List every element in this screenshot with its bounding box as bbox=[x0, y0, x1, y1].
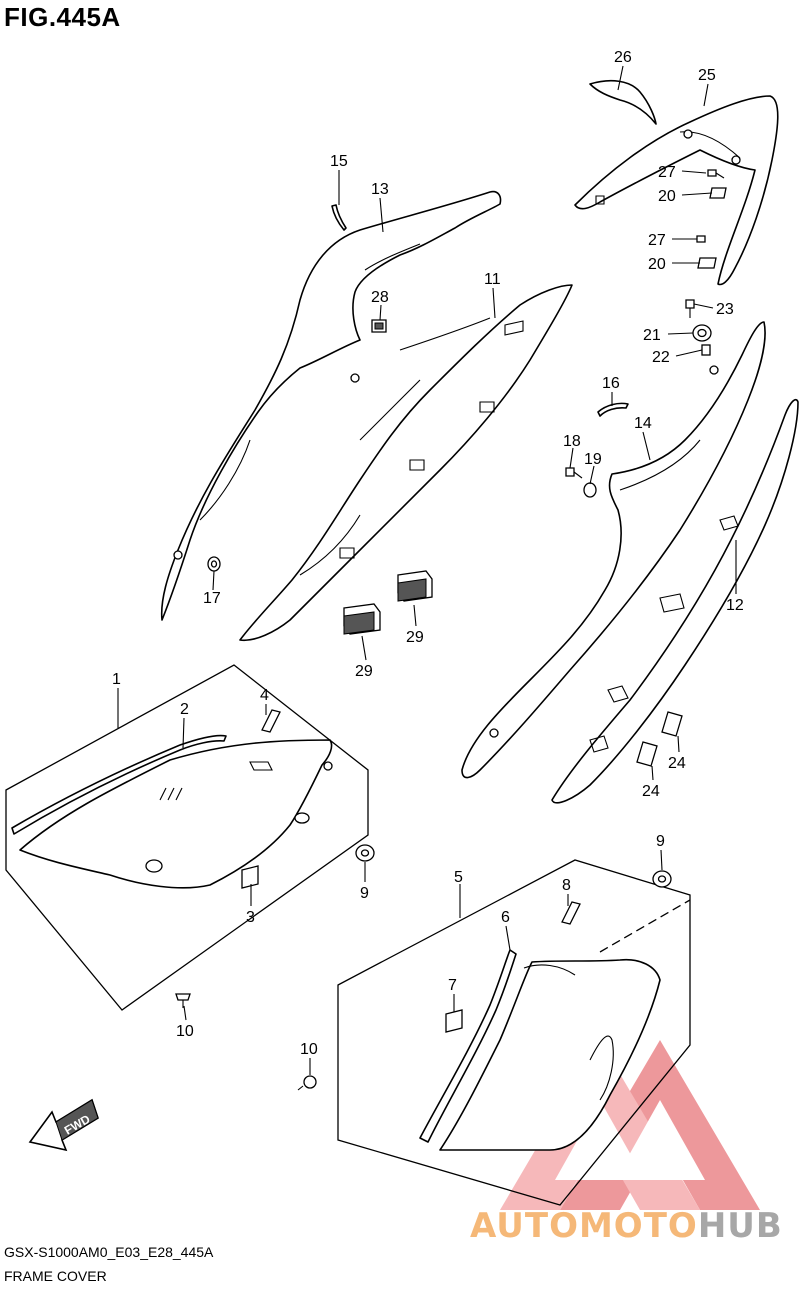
callout-20: 20 bbox=[648, 256, 666, 273]
callout-25: 25 bbox=[698, 67, 716, 84]
callout-10: 10 bbox=[176, 1023, 194, 1040]
callout-24: 24 bbox=[642, 783, 660, 800]
part-21-grommet bbox=[692, 324, 712, 342]
part-19-grommet bbox=[583, 482, 597, 498]
part-23-bolt bbox=[685, 299, 695, 318]
callout-12: 12 bbox=[726, 597, 744, 614]
callout-2: 2 bbox=[180, 701, 189, 718]
callout-23: 23 bbox=[716, 301, 734, 318]
part-25-rear-tail-cowl bbox=[574, 95, 779, 286]
fwd-direction-arrow: FWD bbox=[28, 1098, 99, 1152]
callout-27: 27 bbox=[658, 164, 676, 181]
part-29-pads bbox=[343, 570, 433, 635]
part-1-left-frame-cover bbox=[19, 739, 333, 889]
callout-24: 24 bbox=[668, 755, 686, 772]
callout-26: 26 bbox=[614, 49, 632, 66]
callout-14: 14 bbox=[634, 415, 652, 432]
watermark-text: AUTOMOTOHUB bbox=[470, 1206, 783, 1246]
part-11-inner-frame-cover bbox=[239, 284, 573, 642]
watermark-logo bbox=[500, 1040, 760, 1210]
callout-19: 19 bbox=[584, 451, 602, 468]
part-26-rear-seal bbox=[589, 79, 657, 125]
part-2-trim-strip bbox=[11, 734, 227, 835]
callout-13: 13 bbox=[371, 181, 389, 198]
callout-9: 9 bbox=[360, 885, 369, 902]
callout-15: 15 bbox=[330, 153, 348, 170]
part-28-clip bbox=[371, 319, 387, 333]
part-16-trim bbox=[597, 402, 629, 417]
box-right-frame-cover bbox=[337, 859, 691, 1206]
callout-3: 3 bbox=[246, 909, 255, 926]
part-15-trim bbox=[331, 204, 347, 231]
callout-20: 20 bbox=[658, 188, 676, 205]
watermark-text-part-b: HUB bbox=[697, 1206, 783, 1246]
callout-9: 9 bbox=[656, 833, 665, 850]
leader-lines bbox=[117, 65, 737, 1075]
callout-16: 16 bbox=[602, 375, 620, 392]
part-18-bolt bbox=[565, 467, 583, 479]
part-27-screws bbox=[696, 169, 725, 243]
part-8-label bbox=[561, 901, 581, 925]
callout-28: 28 bbox=[371, 289, 389, 306]
part-9-grommet-right bbox=[652, 870, 672, 888]
watermark-text-part-a: AUTOMOTO bbox=[470, 1206, 698, 1246]
callout-4: 4 bbox=[260, 687, 269, 704]
part-17-grommet bbox=[207, 556, 221, 572]
figure-title: FIG.445A bbox=[4, 2, 121, 32]
part-24-pads bbox=[636, 711, 683, 767]
callout-21: 21 bbox=[643, 327, 661, 344]
callout-29: 29 bbox=[355, 663, 373, 680]
callout-29: 29 bbox=[406, 629, 424, 646]
callout-1: 1 bbox=[112, 671, 121, 688]
callout-7: 7 bbox=[448, 977, 457, 994]
part-13-left-seat-rail-cover bbox=[160, 190, 502, 621]
part-12-right-lower-cover bbox=[551, 398, 799, 804]
part-14-right-seat-rail-cover bbox=[461, 321, 766, 779]
part-6-trim-strip bbox=[419, 949, 517, 1143]
callout-6: 6 bbox=[501, 909, 510, 926]
part-9-grommet-left bbox=[355, 844, 375, 862]
callout-8: 8 bbox=[562, 877, 571, 894]
callout-18: 18 bbox=[563, 433, 581, 450]
box-left-frame-cover bbox=[5, 664, 369, 1011]
part-7-label bbox=[445, 1009, 463, 1033]
part-20-nuts bbox=[697, 187, 727, 269]
callout-22: 22 bbox=[652, 349, 670, 366]
callout-5: 5 bbox=[454, 869, 463, 886]
section-name: FRAME COVER bbox=[4, 1268, 107, 1284]
part-5-right-frame-cover bbox=[439, 958, 661, 1151]
callout-10: 10 bbox=[300, 1041, 318, 1058]
part-4-label bbox=[261, 709, 281, 733]
part-22-collar bbox=[701, 344, 711, 356]
callout-labels: 26 25 27 20 27 20 23 21 22 15 13 11 28 1… bbox=[112, 49, 744, 1058]
model-code: GSX-S1000AM0_E03_E28_445A bbox=[4, 1244, 214, 1260]
callout-11: 11 bbox=[484, 271, 501, 288]
part-10-clip-right bbox=[297, 1075, 317, 1091]
part-10-clip-left bbox=[175, 993, 191, 1008]
callout-17: 17 bbox=[203, 590, 221, 607]
part-3-label bbox=[241, 865, 259, 889]
callout-27: 27 bbox=[648, 232, 666, 249]
